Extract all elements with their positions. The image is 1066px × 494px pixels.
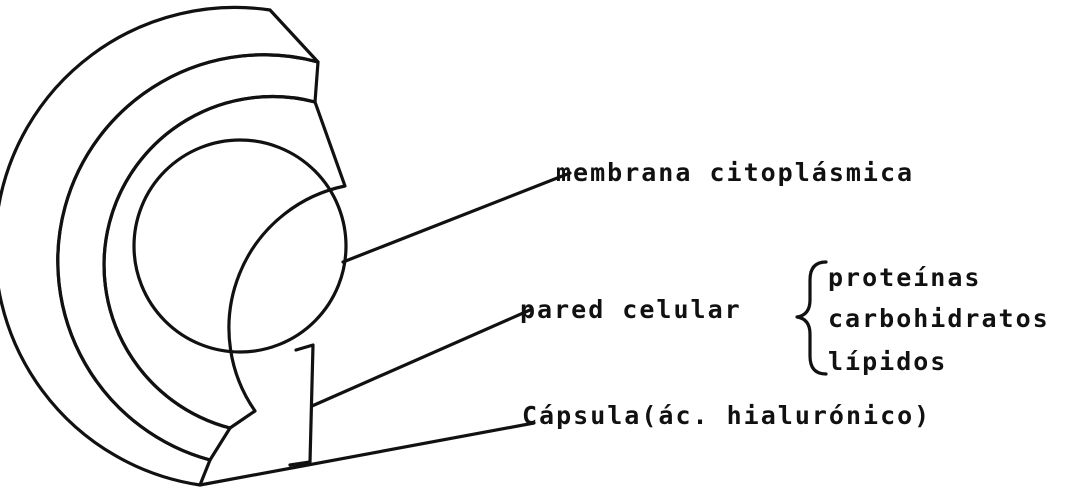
curly-brace <box>797 262 826 374</box>
wall-tab <box>290 345 313 465</box>
membrane-label: membrana citoplásmica <box>556 160 914 185</box>
capsule-label: Cápsula(ác. hialurónico) <box>522 403 931 428</box>
component-proteins: proteínas <box>828 265 981 290</box>
membrane-leader-line <box>343 173 570 262</box>
component-carbohydrates: carbohidratos <box>828 306 1050 331</box>
component-lipids: lípidos <box>828 349 947 374</box>
cell-wall-leader-line <box>312 310 530 406</box>
inner-layer <box>104 97 345 428</box>
cell-membrane-circle <box>134 140 346 352</box>
middle-layer <box>58 55 318 460</box>
capsule-leader-line <box>200 423 534 485</box>
cell-wall-label: pared celular <box>520 297 742 322</box>
outer-layer <box>0 7 318 485</box>
